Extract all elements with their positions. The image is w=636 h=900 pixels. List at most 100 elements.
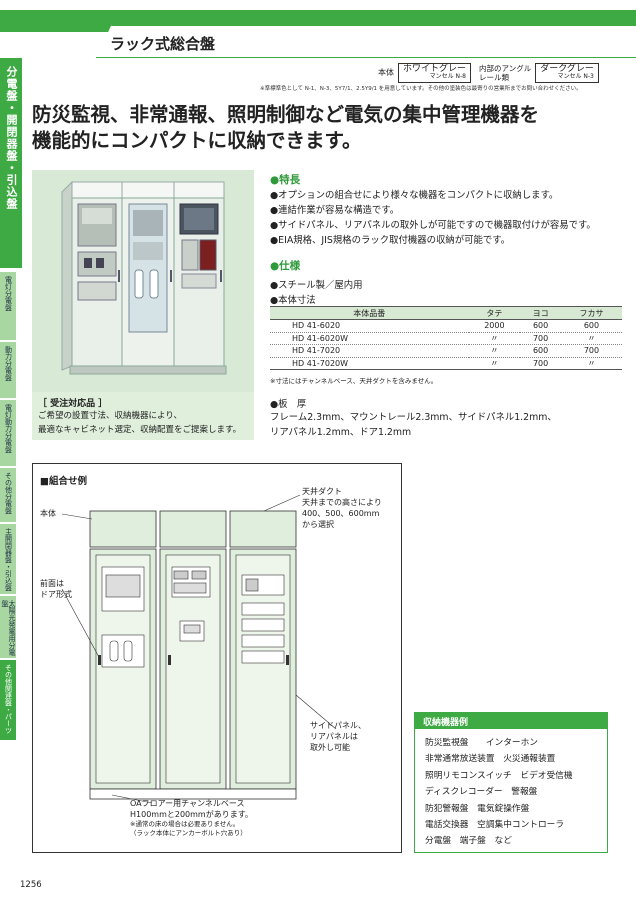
label-base-1: OAフロアー用チャンネルベース bbox=[130, 799, 245, 808]
table-header-row: 本体品番 タテ ヨコ フカサ bbox=[270, 306, 622, 320]
table-row: HD 41-7020W 〃 700 〃 bbox=[270, 357, 622, 371]
inner-color-name: ダークグレー bbox=[540, 64, 594, 74]
storage-item: ディスクレコーダー 警報盤 bbox=[425, 787, 538, 798]
side-tab-solar[interactable]: 太陽光発電用分電盤 bbox=[0, 596, 16, 658]
side-tab-power[interactable]: 動力分電盤 bbox=[0, 342, 16, 398]
dimension-table: 本体品番 タテ ヨコ フカサ HD 41-6020 2000 600 600 H… bbox=[270, 306, 622, 371]
storage-item: 分電盤 端子盤 など bbox=[425, 836, 512, 847]
side-tab-main-switch[interactable]: 主開閉器盤・引込盤 bbox=[0, 524, 16, 594]
product-photo bbox=[32, 170, 254, 392]
table-header: タテ bbox=[468, 306, 521, 320]
label-side-2: リアパネルは bbox=[310, 732, 358, 741]
storage-item: 防災監視盤 インターホン bbox=[425, 738, 538, 748]
storage-equipment-box: 収納機器例 防災監視盤 インターホン 非常通常放送装置 火災通報装置 照明リモコ… bbox=[414, 712, 608, 853]
table-row: HD 41-6020 2000 600 600 bbox=[270, 319, 622, 333]
color-note: ※準標準色として N-1、N-3、5Y7/1、2.5Y9/1 を用意しています。… bbox=[260, 86, 582, 92]
order-line-1: ご希望の設置寸法、収納機器により、 bbox=[38, 411, 182, 421]
spec-item: ●スチール製／屋内用 bbox=[270, 280, 363, 291]
table-cell: HD 41-6020W bbox=[270, 332, 469, 346]
side-tab-lighting[interactable]: 電灯分電盤 bbox=[0, 272, 16, 340]
side-tab-main[interactable]: 分電盤・開閉器盤・引込盤 bbox=[0, 58, 22, 268]
table-cell: 〃 bbox=[468, 357, 521, 371]
label-door: 前面は ドア形式 bbox=[40, 578, 72, 600]
color-legend: 本体 ホワイトグレー マンセル N-8 内部のアングル レール類 ダークグレー … bbox=[378, 63, 603, 83]
table-cell: 600 bbox=[520, 319, 561, 333]
table-cell: 700 bbox=[520, 332, 561, 346]
plate-line-1: フレーム2.3mm、マウントレール2.3mm、サイドパネル1.2mm、 bbox=[270, 412, 557, 423]
body-color-code: マンセル N-8 bbox=[429, 73, 467, 81]
side-tab-lighting-power[interactable]: 電灯動力分電盤 bbox=[0, 400, 16, 466]
side-tab-label: 動力分電盤 bbox=[4, 346, 13, 381]
title-box: ラック式総合盤 bbox=[110, 28, 215, 58]
order-title: ［ 受注対応品 ］ bbox=[38, 399, 108, 409]
table-cell: 〃 bbox=[468, 344, 521, 358]
side-tab-label: その他分電盤 bbox=[4, 472, 13, 514]
plate-line-2: リアパネル1.2mm、ドア1.2mm bbox=[270, 427, 412, 438]
label-duct-2: 天井までの高さにより bbox=[302, 498, 382, 507]
storage-list: 防災監視盤 インターホン 非常通常放送装置 火災通報装置 照明リモコンスイッチ … bbox=[415, 729, 607, 850]
side-tab-parts[interactable]: その他関連盤・パーツ bbox=[0, 660, 16, 740]
features-heading: ●特長 bbox=[270, 174, 301, 186]
diagram-title: ■組合せ例 bbox=[40, 476, 87, 487]
label-duct-4: から選択 bbox=[302, 520, 334, 529]
inner-color-box: ダークグレー マンセル N-3 bbox=[535, 63, 599, 83]
label-duct-3: 400、500、600mm bbox=[302, 509, 380, 518]
headline: 防災監視、非常通報、照明制御など電気の集中管理機器を 機能的にコンパクトに収納で… bbox=[32, 102, 622, 154]
table-header: ヨコ bbox=[520, 306, 561, 320]
table-header: フカサ bbox=[560, 306, 622, 320]
side-tab-label: 太陽光発電用分電盤 bbox=[1, 600, 16, 656]
feature-item: ●連結作業が容易な構造です。 bbox=[270, 205, 400, 216]
storage-title: 収納機器例 bbox=[415, 713, 607, 729]
label-door-1: 前面は bbox=[40, 579, 64, 588]
storage-item: 防犯警報盤 電気錠操作盤 bbox=[425, 803, 530, 814]
table-cell: 2000 bbox=[468, 319, 521, 333]
table-cell: 〃 bbox=[560, 332, 622, 346]
order-line-2: 最適なキャビネット選定、収納配置をご提案します。 bbox=[38, 425, 242, 435]
page-title: ラック式総合盤 bbox=[110, 34, 216, 53]
label-base-4: （ラック本体にアンカーボルト穴あり） bbox=[130, 829, 247, 837]
specs-list: ●スチール製／屋内用 ●本体寸法 bbox=[270, 278, 363, 308]
table-cell: 〃 bbox=[468, 332, 521, 346]
legend-inner-label-2: レール類 bbox=[479, 72, 510, 82]
label-side-3: 取外し可能 bbox=[310, 743, 350, 752]
table-note: ※寸法にはチャンネルベース、天井ダクトを含みません。 bbox=[270, 377, 438, 385]
feature-item: ●EIA規格、JIS規格のラック取付機器の収納が可能です。 bbox=[270, 235, 511, 246]
label-duct: 天井ダクト 天井までの高さにより 400、500、600mm から選択 bbox=[302, 486, 382, 530]
body-color-box: ホワイトグレー マンセル N-8 bbox=[398, 63, 472, 83]
table-row: HD 41-7020 〃 600 700 bbox=[270, 344, 622, 358]
inner-color-code: マンセル N-3 bbox=[557, 73, 594, 81]
title-rule bbox=[96, 57, 636, 58]
legend-inner-label: 内部のアングル レール類 bbox=[479, 64, 531, 82]
table-header: 本体品番 bbox=[270, 306, 469, 320]
side-tab-label: その他関連盤・パーツ bbox=[4, 664, 13, 734]
label-base-3: ※通常の床の場合は必要ありません。 bbox=[130, 820, 240, 828]
spec-item: ●本体寸法 bbox=[270, 295, 316, 306]
feature-item: ●サイドパネル、リアパネルの取外しが可能ですので機器取付けが容易です。 bbox=[270, 220, 596, 231]
headline-line-1: 防災監視、非常通報、照明制御など電気の集中管理機器を bbox=[32, 103, 540, 126]
table-cell: 700 bbox=[520, 357, 561, 371]
legend-inner-label-1: 内部のアングル bbox=[479, 63, 532, 73]
body-color-name: ホワイトグレー bbox=[403, 64, 467, 74]
storage-item: 照明リモコンスイッチ ビデオ受信機 bbox=[425, 770, 573, 781]
plate-text: フレーム2.3mm、マウントレール2.3mm、サイドパネル1.2mm、 リアパネ… bbox=[270, 410, 557, 440]
side-tab-label: 主開閉器盤・引込盤 bbox=[4, 528, 13, 591]
table-cell: HD 41-7020W bbox=[270, 357, 469, 371]
side-tab-main-label: 分電盤・開閉器盤・引込盤 bbox=[5, 66, 18, 210]
side-tab-other[interactable]: その他分電盤 bbox=[0, 468, 16, 522]
legend-body-label: 本体 bbox=[378, 68, 394, 78]
table-cell: 〃 bbox=[560, 357, 622, 371]
label-channel-base: OAフロアー用チャンネルベース H100mmと200mmがあります。 ※通常の床… bbox=[130, 798, 253, 838]
storage-item: 非常通常放送装置 火災通報装置 bbox=[425, 754, 556, 765]
combination-diagram bbox=[61, 494, 337, 804]
table-cell: HD 41-7020 bbox=[270, 344, 469, 358]
label-side-panel: サイドパネル、 リアパネルは 取外し可能 bbox=[310, 720, 366, 753]
order-box: ［ 受注対応品 ］ ご希望の設置寸法、収納機器により、 最適なキャビネット選定、… bbox=[32, 392, 254, 440]
table-cell: 600 bbox=[560, 319, 622, 333]
label-body: 本体 bbox=[40, 509, 56, 518]
label-side-1: サイドパネル、 bbox=[310, 721, 366, 730]
feature-item: ●オプションの組合せにより様々な機器をコンパクトに収納します。 bbox=[270, 190, 559, 201]
table-cell: 700 bbox=[560, 344, 622, 358]
table-row: HD 41-6020W 〃 700 〃 bbox=[270, 332, 622, 346]
side-tab-label: 電灯動力分電盤 bbox=[4, 404, 13, 453]
label-duct-1: 天井ダクト bbox=[302, 487, 342, 496]
